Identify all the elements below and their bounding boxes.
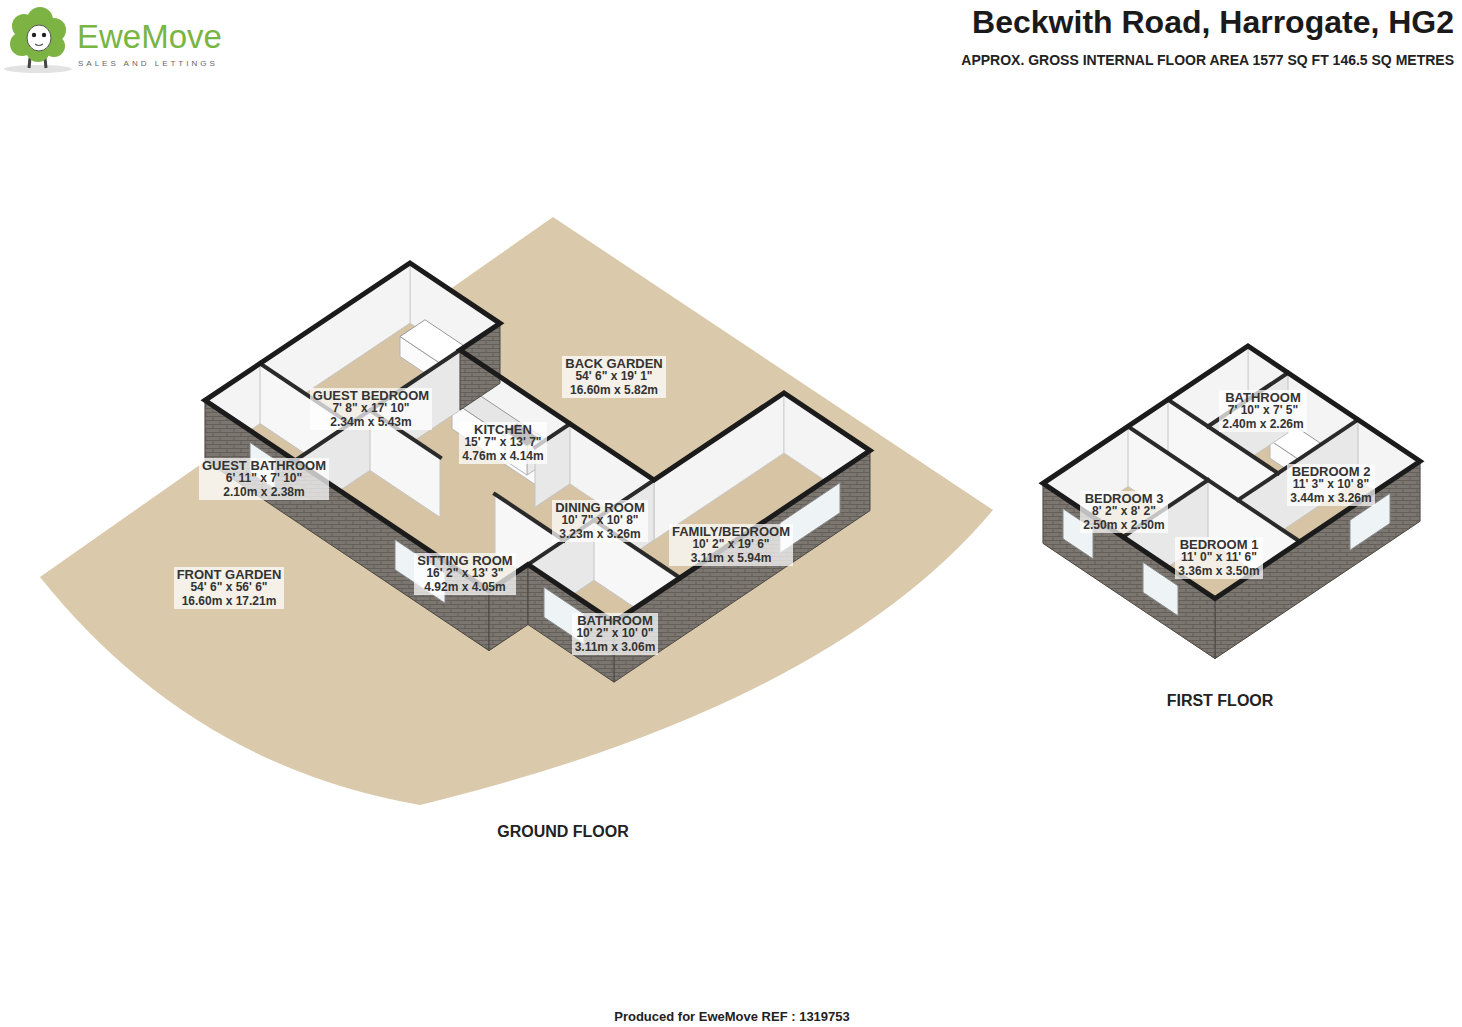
- brand-tagline: SALES AND LETTINGS: [78, 59, 218, 68]
- room-name: SITTING ROOM: [417, 554, 512, 568]
- room-dimension: 16' 2" x 13' 3": [417, 567, 512, 581]
- room-dimension: 7' 8" x 17' 10": [313, 402, 429, 416]
- outer-wall-top: [205, 263, 870, 622]
- room-name: KITCHEN: [462, 423, 543, 437]
- outer-wall-top: [1043, 346, 1420, 599]
- room-name: GUEST BATHROOM: [202, 459, 326, 473]
- room-label: GUEST BATHROOM6' 11" x 7' 10"2.10m x 2.3…: [199, 458, 329, 501]
- room-name: FAMILY/BEDROOM: [672, 525, 790, 539]
- room-label: FRONT GARDEN54' 6" x 56' 6"16.60m x 17.2…: [174, 567, 285, 610]
- producer-caption: Produced for EweMove REF : 1319753: [614, 1010, 850, 1025]
- logo-face: [27, 25, 51, 51]
- room-dimension: 54' 6" x 56' 6": [177, 581, 282, 595]
- logo-eye: [32, 33, 36, 37]
- room-dimension: 6' 11" x 7' 10": [202, 472, 326, 486]
- room-label: BATHROOM10' 2" x 10' 0"3.11m x 3.06m: [572, 613, 659, 656]
- room-dimension: 3.11m x 3.06m: [575, 641, 656, 655]
- wall-top: [528, 480, 654, 564]
- room-dimension: 16.60m x 17.21m: [177, 595, 282, 609]
- sheep-logo: [4, 7, 72, 73]
- room-name: DINING ROOM: [555, 501, 645, 515]
- room-name: GUEST BEDROOM: [313, 389, 429, 403]
- room-label: SITTING ROOM16' 2" x 13' 3"4.92m x 4.05m: [414, 553, 515, 596]
- room-dimension: 54' 6" x 19' 1": [565, 370, 663, 384]
- room-name: BEDROOM 2: [1290, 465, 1371, 479]
- logo-shadow: [4, 65, 72, 73]
- logo-leg: [29, 58, 30, 68]
- room-dimension: 8' 2" x 8' 2": [1083, 505, 1164, 519]
- room-name: FRONT GARDEN: [177, 568, 282, 582]
- room-label: KITCHEN15' 7" x 13' 7"4.76m x 4.14m: [459, 422, 546, 465]
- room-label: BACK GARDEN54' 6" x 19' 1"16.60m x 5.82m: [562, 356, 666, 399]
- room-dimension: 3.36m x 3.50m: [1178, 565, 1259, 579]
- room-dimension: 2.34m x 5.43m: [313, 416, 429, 430]
- room-dimension: 2.40m x 2.26m: [1222, 418, 1303, 432]
- room-label: BEDROOM 38' 2" x 8' 2"2.50m x 2.50m: [1080, 491, 1167, 534]
- floor-title: FIRST FLOOR: [1167, 692, 1274, 710]
- plot-ground: [40, 217, 993, 805]
- room-dimension: 2.10m x 2.38m: [202, 486, 326, 500]
- room-dimension: 10' 2" x 10' 0": [575, 627, 656, 641]
- room-dimension: 16.60m x 5.82m: [565, 384, 663, 398]
- room-dimension: 4.76m x 4.14m: [462, 450, 543, 464]
- room-label: BEDROOM 211' 3" x 10' 8"3.44m x 3.26m: [1287, 464, 1374, 507]
- room-dimension: 7' 10" x 7' 5": [1222, 404, 1303, 418]
- plan-title: Beckwith Road, Harrogate, HG2: [972, 4, 1454, 41]
- room-dimension: 15' 7" x 13' 7": [462, 436, 543, 450]
- wall-top: [295, 350, 460, 461]
- room-name: BEDROOM 1: [1178, 538, 1259, 552]
- room-dimension: 10' 2" x 19' 6": [672, 538, 790, 552]
- floor-title: GROUND FLOOR: [497, 823, 629, 841]
- room-dimension: 3.11m x 5.94m: [672, 552, 790, 566]
- room-dimension: 2.50m x 2.50m: [1083, 519, 1164, 533]
- room-label: FAMILY/BEDROOM10' 2" x 19' 6"3.11m x 5.9…: [669, 524, 793, 567]
- room-name: BATHROOM: [575, 614, 656, 628]
- room-dimension: 3.44m x 3.26m: [1290, 492, 1371, 506]
- room-label: GUEST BEDROOM7' 8" x 17' 10"2.34m x 5.43…: [310, 388, 432, 431]
- logo-eye: [42, 33, 46, 37]
- room-name: BATHROOM: [1222, 391, 1303, 405]
- room-name: BEDROOM 3: [1083, 492, 1164, 506]
- floor-area-note: APPROX. GROSS INTERNAL FLOOR AREA 1577 S…: [961, 52, 1454, 68]
- room-dimension: 11' 0" x 11' 6": [1178, 551, 1259, 565]
- first-floor-drawing: [1043, 346, 1420, 659]
- logo-mouth: [35, 44, 43, 46]
- room-label: BATHROOM7' 10" x 7' 5"2.40m x 2.26m: [1219, 390, 1306, 433]
- room-dimension: 11' 3" x 10' 8": [1290, 478, 1371, 492]
- room-dimension: 10' 7" x 10' 8": [555, 514, 645, 528]
- room-dimension: 4.92m x 4.05m: [417, 581, 512, 595]
- brand-name: EweMove: [77, 18, 222, 56]
- room-name: BACK GARDEN: [565, 357, 663, 371]
- room-label: DINING ROOM10' 7" x 10' 8"3.23m x 3.26m: [552, 500, 648, 543]
- exterior-brick-wall: [205, 400, 489, 650]
- room-label: BEDROOM 111' 0" x 11' 6"3.36m x 3.50m: [1175, 537, 1262, 580]
- room-dimension: 3.23m x 3.26m: [555, 528, 645, 542]
